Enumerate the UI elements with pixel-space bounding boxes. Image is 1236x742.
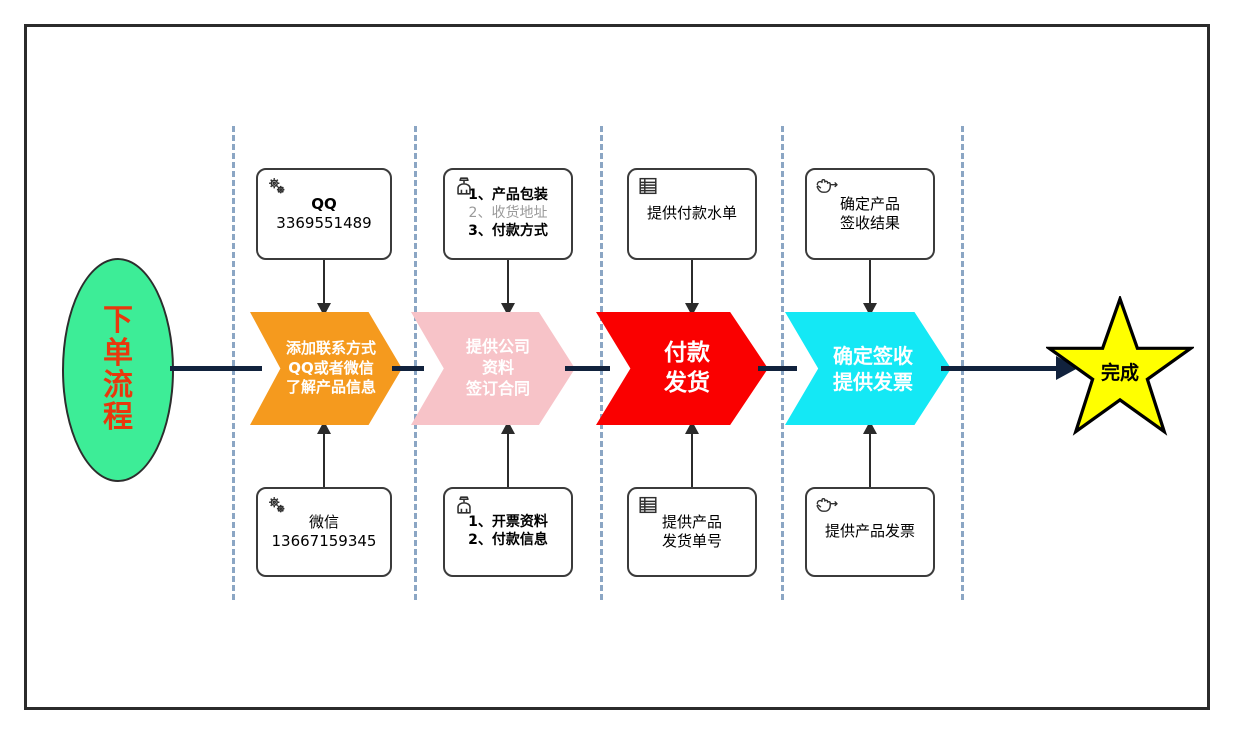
start-node-label-line: 单 (103, 335, 133, 371)
note-text-line: 微信 (308, 512, 339, 531)
start-node-label-line: 流 (103, 368, 133, 403)
person-icon (453, 175, 475, 197)
start-node-label-line: 下 (103, 303, 133, 339)
stage-chevron-label-line: 了解产品信息 (285, 378, 376, 397)
top-note-3[interactable]: 提供付款水单 (627, 168, 757, 260)
lane-separator-3 (600, 126, 603, 600)
stage-chevron-label-line: 发货 (664, 369, 710, 396)
note-text-line: 提供付款水单 (646, 204, 737, 223)
start-node[interactable]: 下单流程 (62, 258, 174, 482)
connector-bottom-3 (691, 421, 693, 487)
connector-top-2 (507, 260, 509, 316)
note-text-line: 3369551489 (276, 214, 372, 232)
note-text-line: 2、付款信息 (468, 532, 548, 548)
connector-bottom-1 (323, 421, 325, 487)
gear-icon (266, 175, 288, 197)
stage-chevron-label-line: 添加联系方式 (285, 339, 376, 358)
lane-separator-5 (961, 126, 964, 600)
lane-separator-1 (232, 126, 235, 600)
note-text: 提供产品发票 (807, 522, 933, 541)
stage-chevron-label-line: 提供发票 (833, 369, 913, 394)
note-text-line: 确定产品 (839, 194, 900, 213)
end-node[interactable]: 完成 (1044, 294, 1196, 436)
pointing-hand-icon (815, 175, 838, 197)
note-text-line: 提供产品 (661, 512, 722, 531)
bottom-note-3[interactable]: 提供产品发货单号 (627, 487, 757, 577)
note-text-line: 3、付款方式 (468, 222, 548, 239)
spine-segment-3 (565, 366, 610, 371)
note-text-line: QQ (311, 194, 337, 213)
list-icon (637, 494, 659, 516)
connector-bottom-2 (507, 421, 509, 487)
stage-chevron-label: 确定签收提供发票 (823, 343, 913, 395)
stage-chevron-label-line: QQ或者微信 (288, 358, 374, 377)
stage-chevron-label: 提供公司资料签订合同 (456, 337, 530, 399)
spine-segment-5 (941, 366, 1058, 371)
note-text: 提供产品发货单号 (629, 513, 755, 551)
stage-chevron-label-line: 签订合同 (465, 378, 530, 398)
stage-chevron-label: 付款发货 (654, 339, 710, 399)
gear-icon (266, 494, 288, 516)
stage-chevron-label-line: 付款 (664, 339, 710, 366)
note-text-line: 13667159345 (271, 532, 377, 550)
list-icon (637, 175, 659, 197)
stage-chevron-label-line: 资料 (481, 358, 514, 378)
note-text-line: 1、产品包装 (468, 187, 548, 204)
stage-chevron-label-line: 提供公司 (465, 337, 530, 357)
spine-segment-2 (392, 366, 424, 371)
note-text-line: 发货单号 (661, 532, 722, 550)
note-text: 提供付款水单 (629, 204, 755, 223)
note-text-line: 签收结果 (839, 214, 900, 232)
spine-segment-1 (170, 366, 262, 371)
connector-top-3 (691, 260, 693, 316)
star-icon (1044, 294, 1196, 436)
pointing-hand-icon (815, 494, 838, 516)
connector-bottom-4 (869, 421, 871, 487)
note-text-line: 提供产品发票 (824, 522, 915, 541)
start-node-label: 下单流程 (103, 303, 133, 436)
top-note-4[interactable]: 确定产品签收结果 (805, 168, 935, 260)
person-icon (453, 494, 475, 516)
start-node-label-line: 程 (103, 400, 133, 436)
note-text-line: 2、收货地址 (468, 205, 548, 222)
connector-top-1 (323, 260, 325, 316)
note-text: 确定产品签收结果 (807, 195, 933, 233)
note-text-line: 1、开票资料 (468, 514, 548, 531)
stage-chevron-label-line: 确定签收 (833, 343, 913, 368)
lane-separator-2 (414, 126, 417, 600)
end-node-label: 完成 (1100, 362, 1139, 384)
bottom-note-4[interactable]: 提供产品发票 (805, 487, 935, 577)
spine-segment-4 (758, 366, 797, 371)
lane-separator-4 (781, 126, 784, 600)
connector-top-4 (869, 260, 871, 316)
